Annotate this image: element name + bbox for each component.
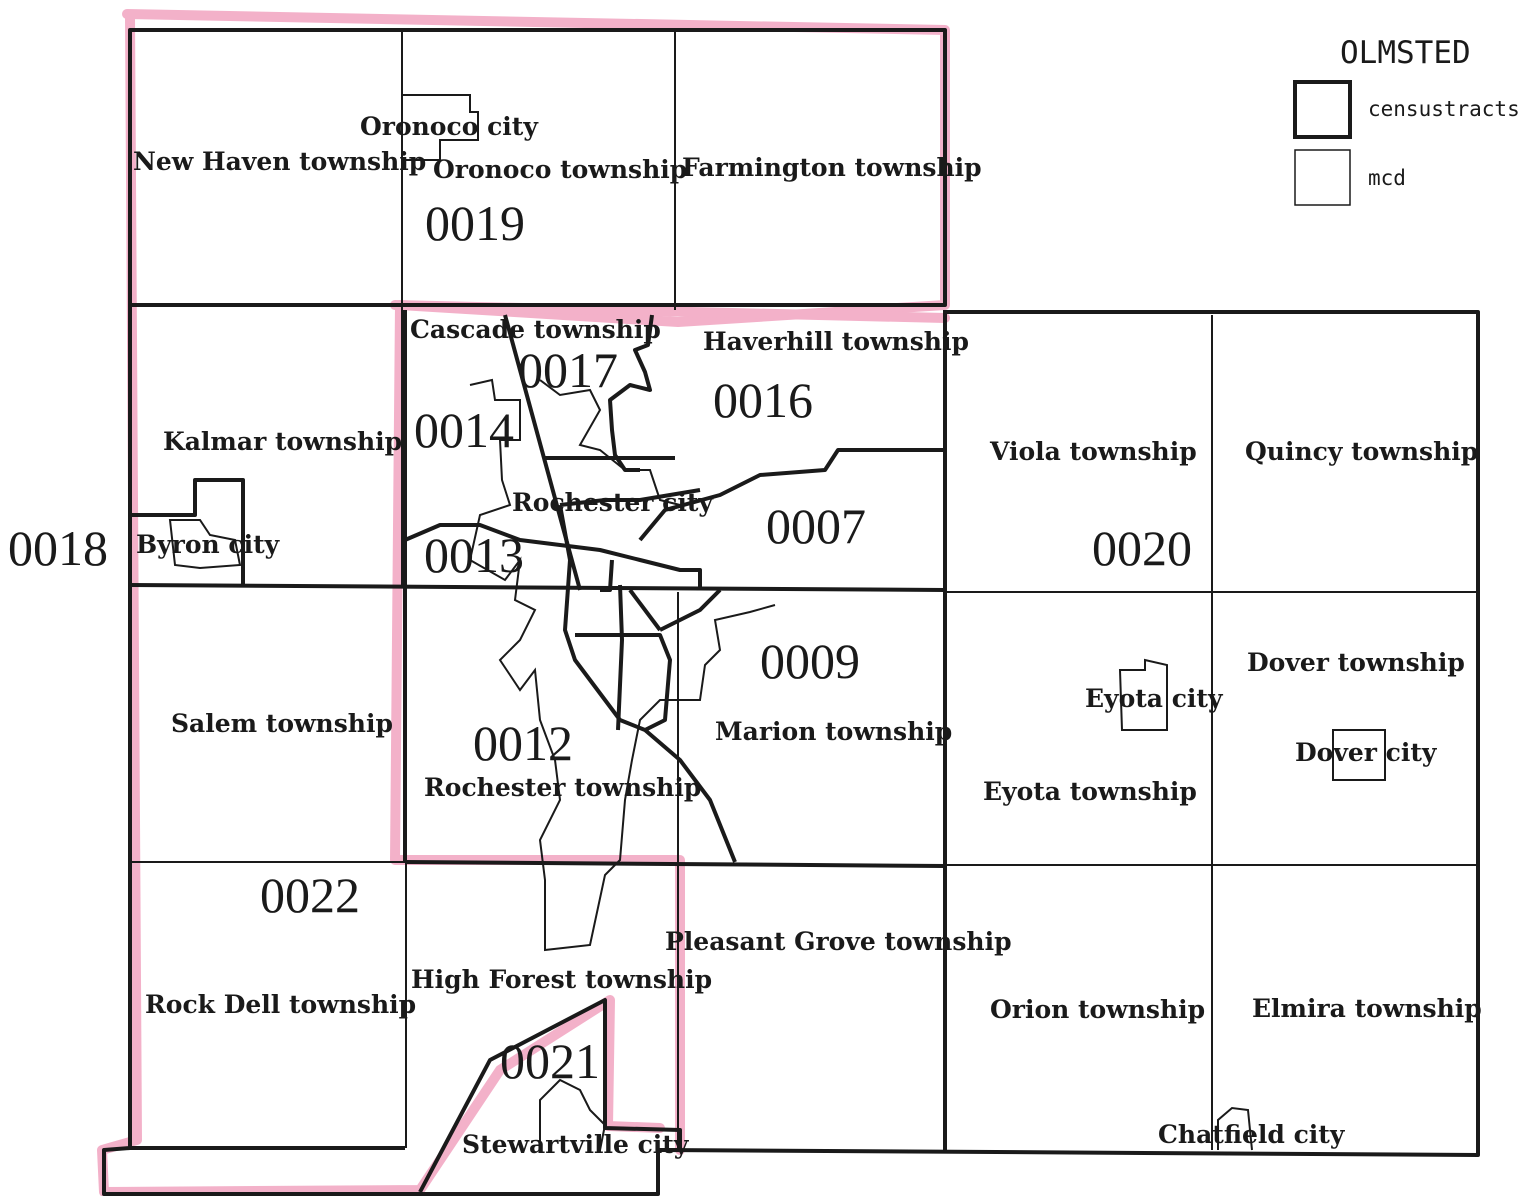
tract-boundary bbox=[659, 588, 722, 632]
tract-boundary bbox=[129, 583, 946, 592]
tract-boundary bbox=[600, 559, 614, 592]
label-eyota-township: Eyota township bbox=[983, 777, 1197, 806]
river-line bbox=[608, 314, 654, 472]
tract-label-0012: 0012 bbox=[473, 715, 573, 771]
rochester-city-north bbox=[539, 379, 681, 506]
tract-boundary-0007-inner bbox=[559, 488, 701, 507]
tract-label-0019: 0019 bbox=[425, 195, 525, 251]
tract-boundary bbox=[404, 860, 946, 868]
label-haverhill-township: Haverhill township bbox=[703, 327, 969, 356]
label-cascade-township: Cascade township bbox=[410, 315, 661, 344]
tract-label-0016: 0016 bbox=[713, 372, 813, 428]
label-dover-township: Dover township bbox=[1247, 648, 1465, 677]
label-byron-city: Byron city bbox=[136, 530, 281, 559]
label-rock-dell-township: Rock Dell township bbox=[145, 990, 416, 1019]
legend-mcd-label: mcd bbox=[1368, 166, 1406, 190]
byron-city-outline bbox=[168, 519, 242, 570]
chatfield-city-outline bbox=[1217, 1106, 1253, 1151]
label-farmington-township: Farmington township bbox=[682, 153, 982, 182]
label-orion-township: Orion township bbox=[990, 995, 1205, 1024]
label-oronoco-city: Oronoco city bbox=[360, 112, 539, 141]
eyota-city-outline bbox=[1118, 658, 1168, 731]
mcd-labels: New Haven township Oronoco city Oronoco … bbox=[133, 112, 1482, 1159]
label-elmira-township: Elmira township bbox=[1252, 994, 1482, 1023]
legend-mcd-swatch bbox=[1294, 149, 1351, 206]
tract-label-0009: 0009 bbox=[760, 633, 860, 689]
label-eyota-city: Eyota city bbox=[1085, 684, 1224, 713]
label-high-forest-township: High Forest township bbox=[411, 965, 712, 994]
label-kalmar-township: Kalmar township bbox=[163, 427, 402, 456]
tract-boundary bbox=[404, 523, 702, 590]
label-oronoco-township: Oronoco township bbox=[433, 155, 687, 184]
label-pleasant-grove-township: Pleasant Grove township bbox=[665, 927, 1012, 956]
tract-label-0013: 0013 bbox=[424, 527, 524, 583]
label-stewartville-city: Stewartville city bbox=[462, 1130, 690, 1159]
tract-label-0007: 0007 bbox=[766, 498, 866, 554]
label-new-haven-township: New Haven township bbox=[133, 147, 426, 176]
byron-tract-outline bbox=[128, 478, 245, 585]
tract-boundaries bbox=[102, 28, 1480, 1196]
tract-label-0017: 0017 bbox=[518, 342, 618, 398]
legend-title: OLMSTED bbox=[1340, 35, 1471, 71]
label-quincy-township: Quincy township bbox=[1245, 437, 1478, 466]
label-marion-township: Marion township bbox=[715, 717, 952, 746]
label-rochester-city: Rochester city bbox=[512, 488, 714, 517]
highlight-rochester-tract bbox=[390, 300, 950, 323]
tract-boundary-east bbox=[659, 310, 1480, 1157]
tract-boundary bbox=[628, 588, 662, 632]
label-salem-township: Salem township bbox=[171, 709, 393, 738]
legend: OLMSTED censustracts mcd bbox=[1293, 35, 1520, 206]
tract-labels: 0019 0017 0016 0014 0007 0018 0013 0020 … bbox=[8, 195, 1192, 1089]
tract-boundary-0016-0007 bbox=[638, 448, 945, 542]
tract-boundary bbox=[575, 633, 672, 732]
label-dover-city: Dover city bbox=[1295, 738, 1438, 767]
rochester-city-outline bbox=[468, 378, 776, 952]
tract-boundary bbox=[616, 584, 624, 731]
dover-city-outline bbox=[1332, 729, 1386, 781]
tract-label-0022: 0022 bbox=[260, 867, 360, 923]
tract-boundary bbox=[558, 504, 737, 863]
label-viola-township: Viola township bbox=[989, 437, 1197, 466]
oronoco-city-outline bbox=[402, 94, 479, 161]
tract-label-0020: 0020 bbox=[1092, 520, 1192, 576]
legend-censustracts-label: censustracts bbox=[1368, 97, 1520, 121]
legend-censustracts-swatch bbox=[1293, 80, 1352, 139]
tract-boundary-0021 bbox=[102, 998, 682, 1196]
label-rochester-township: Rochester township bbox=[424, 773, 701, 802]
tract-label-0014: 0014 bbox=[414, 402, 514, 458]
tract-label-0018: 0018 bbox=[8, 520, 108, 576]
tract-label-0021: 0021 bbox=[500, 1033, 600, 1089]
label-chatfield-city: Chatfield city bbox=[1158, 1120, 1346, 1149]
